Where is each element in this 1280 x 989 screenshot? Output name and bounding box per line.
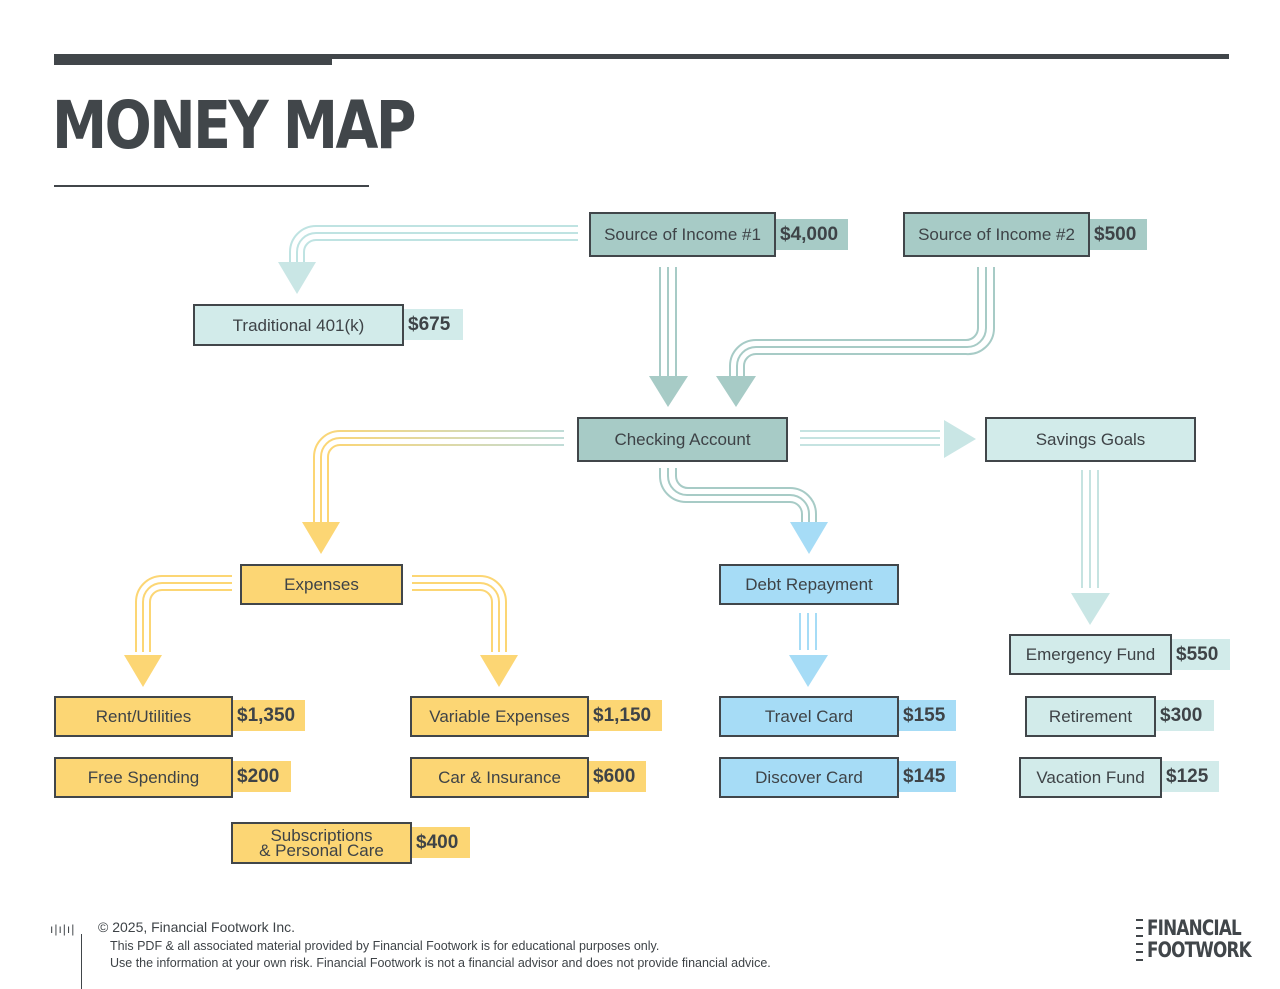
- arrowhead-travel: [789, 655, 828, 687]
- emergency-fund-amount: $550: [1172, 639, 1230, 670]
- traditional-401k-box: Traditional 401(k): [193, 304, 404, 346]
- subscriptions-box: Subscriptions & Personal Care: [231, 822, 412, 864]
- footer-divider: [81, 934, 82, 989]
- car-insurance-box: Car & Insurance: [410, 757, 589, 798]
- flow-checking-to-debt: [659, 468, 817, 522]
- flow-income1-to-checking: [659, 267, 677, 376]
- footer-copyright: © 2025, Financial Footwork Inc.: [98, 919, 296, 935]
- footer-disclaimer-1: This PDF & all associated material provi…: [110, 939, 660, 953]
- logo-bars-icon: [1136, 919, 1144, 967]
- arrowhead-checking-2: [716, 376, 756, 407]
- car-insurance-amount: $600: [589, 761, 646, 792]
- income-1-box: Source of Income #1: [589, 212, 776, 257]
- arrowhead-checking-1: [649, 376, 688, 407]
- flow-expenses-to-rent: [135, 575, 232, 652]
- rent-utilities-box: Rent/Utilities: [54, 696, 233, 737]
- free-spending-amount: $200: [233, 761, 291, 792]
- vacation-fund-box: Vacation Fund: [1019, 757, 1162, 798]
- free-spending-box: Free Spending: [54, 757, 233, 798]
- flow-checking-to-savings: [800, 430, 940, 446]
- footer-disclaimer-2: Use the information at your own risk. Fi…: [110, 956, 771, 970]
- discover-card-box: Discover Card: [719, 757, 899, 798]
- subscriptions-amount: $400: [412, 827, 470, 858]
- subscriptions-line-1: Subscriptions: [270, 826, 373, 845]
- travel-card-box: Travel Card: [719, 696, 899, 737]
- flow-expenses-to-variable: [412, 575, 507, 652]
- logo-line-2: FOOTWORK: [1147, 938, 1252, 962]
- arrowhead-401k: [278, 262, 316, 294]
- discover-card-amount: $145: [899, 761, 956, 792]
- retirement-amount: $300: [1156, 700, 1214, 731]
- income-2-amount: $500: [1090, 219, 1147, 250]
- expenses-box: Expenses: [240, 564, 403, 605]
- top-rule-accent: [54, 54, 332, 65]
- arrowhead-savings: [944, 420, 976, 458]
- page-title: MONEY MAP: [52, 87, 417, 164]
- flow-savings-to-emergency: [1081, 470, 1099, 588]
- traditional-401k-amount: $675: [404, 309, 463, 340]
- vacation-fund-amount: $125: [1162, 761, 1219, 792]
- arrowhead-expenses: [302, 522, 340, 554]
- flow-checking-to-expenses: [313, 430, 564, 522]
- flow-debt-to-travel: [799, 613, 817, 650]
- financial-footwork-logo: FINANCIAL FOOTWORK: [1136, 917, 1252, 971]
- logo-line-1: FINANCIAL: [1147, 916, 1242, 940]
- variable-expenses-amount: $1,150: [589, 700, 662, 731]
- top-rule: [54, 54, 1229, 59]
- arrowhead-variable: [480, 655, 518, 687]
- rent-utilities-amount: $1,350: [233, 700, 305, 731]
- variable-expenses-box: Variable Expenses: [410, 696, 589, 737]
- subscriptions-line-2: & Personal Care: [259, 841, 384, 860]
- footer-tick-marks: ı|ı|ı|: [50, 922, 76, 936]
- logo-text: FINANCIAL FOOTWORK: [1147, 916, 1252, 962]
- savings-goals-box: Savings Goals: [985, 417, 1196, 462]
- emergency-fund-box: Emergency Fund: [1009, 634, 1172, 675]
- travel-card-amount: $155: [899, 700, 956, 731]
- income-2-box: Source of Income #2: [903, 212, 1090, 257]
- checking-account-box: Checking Account: [577, 417, 788, 462]
- arrowhead-debt: [790, 522, 828, 554]
- flow-income1-to-401k: [289, 225, 578, 262]
- arrowhead-rent: [124, 655, 162, 687]
- title-underline: [54, 185, 369, 187]
- arrowhead-emergency: [1071, 593, 1110, 625]
- income-1-amount: $4,000: [776, 219, 848, 250]
- debt-repayment-box: Debt Repayment: [719, 564, 899, 605]
- retirement-box: Retirement: [1025, 696, 1156, 737]
- flow-income2-to-checking: [729, 267, 996, 376]
